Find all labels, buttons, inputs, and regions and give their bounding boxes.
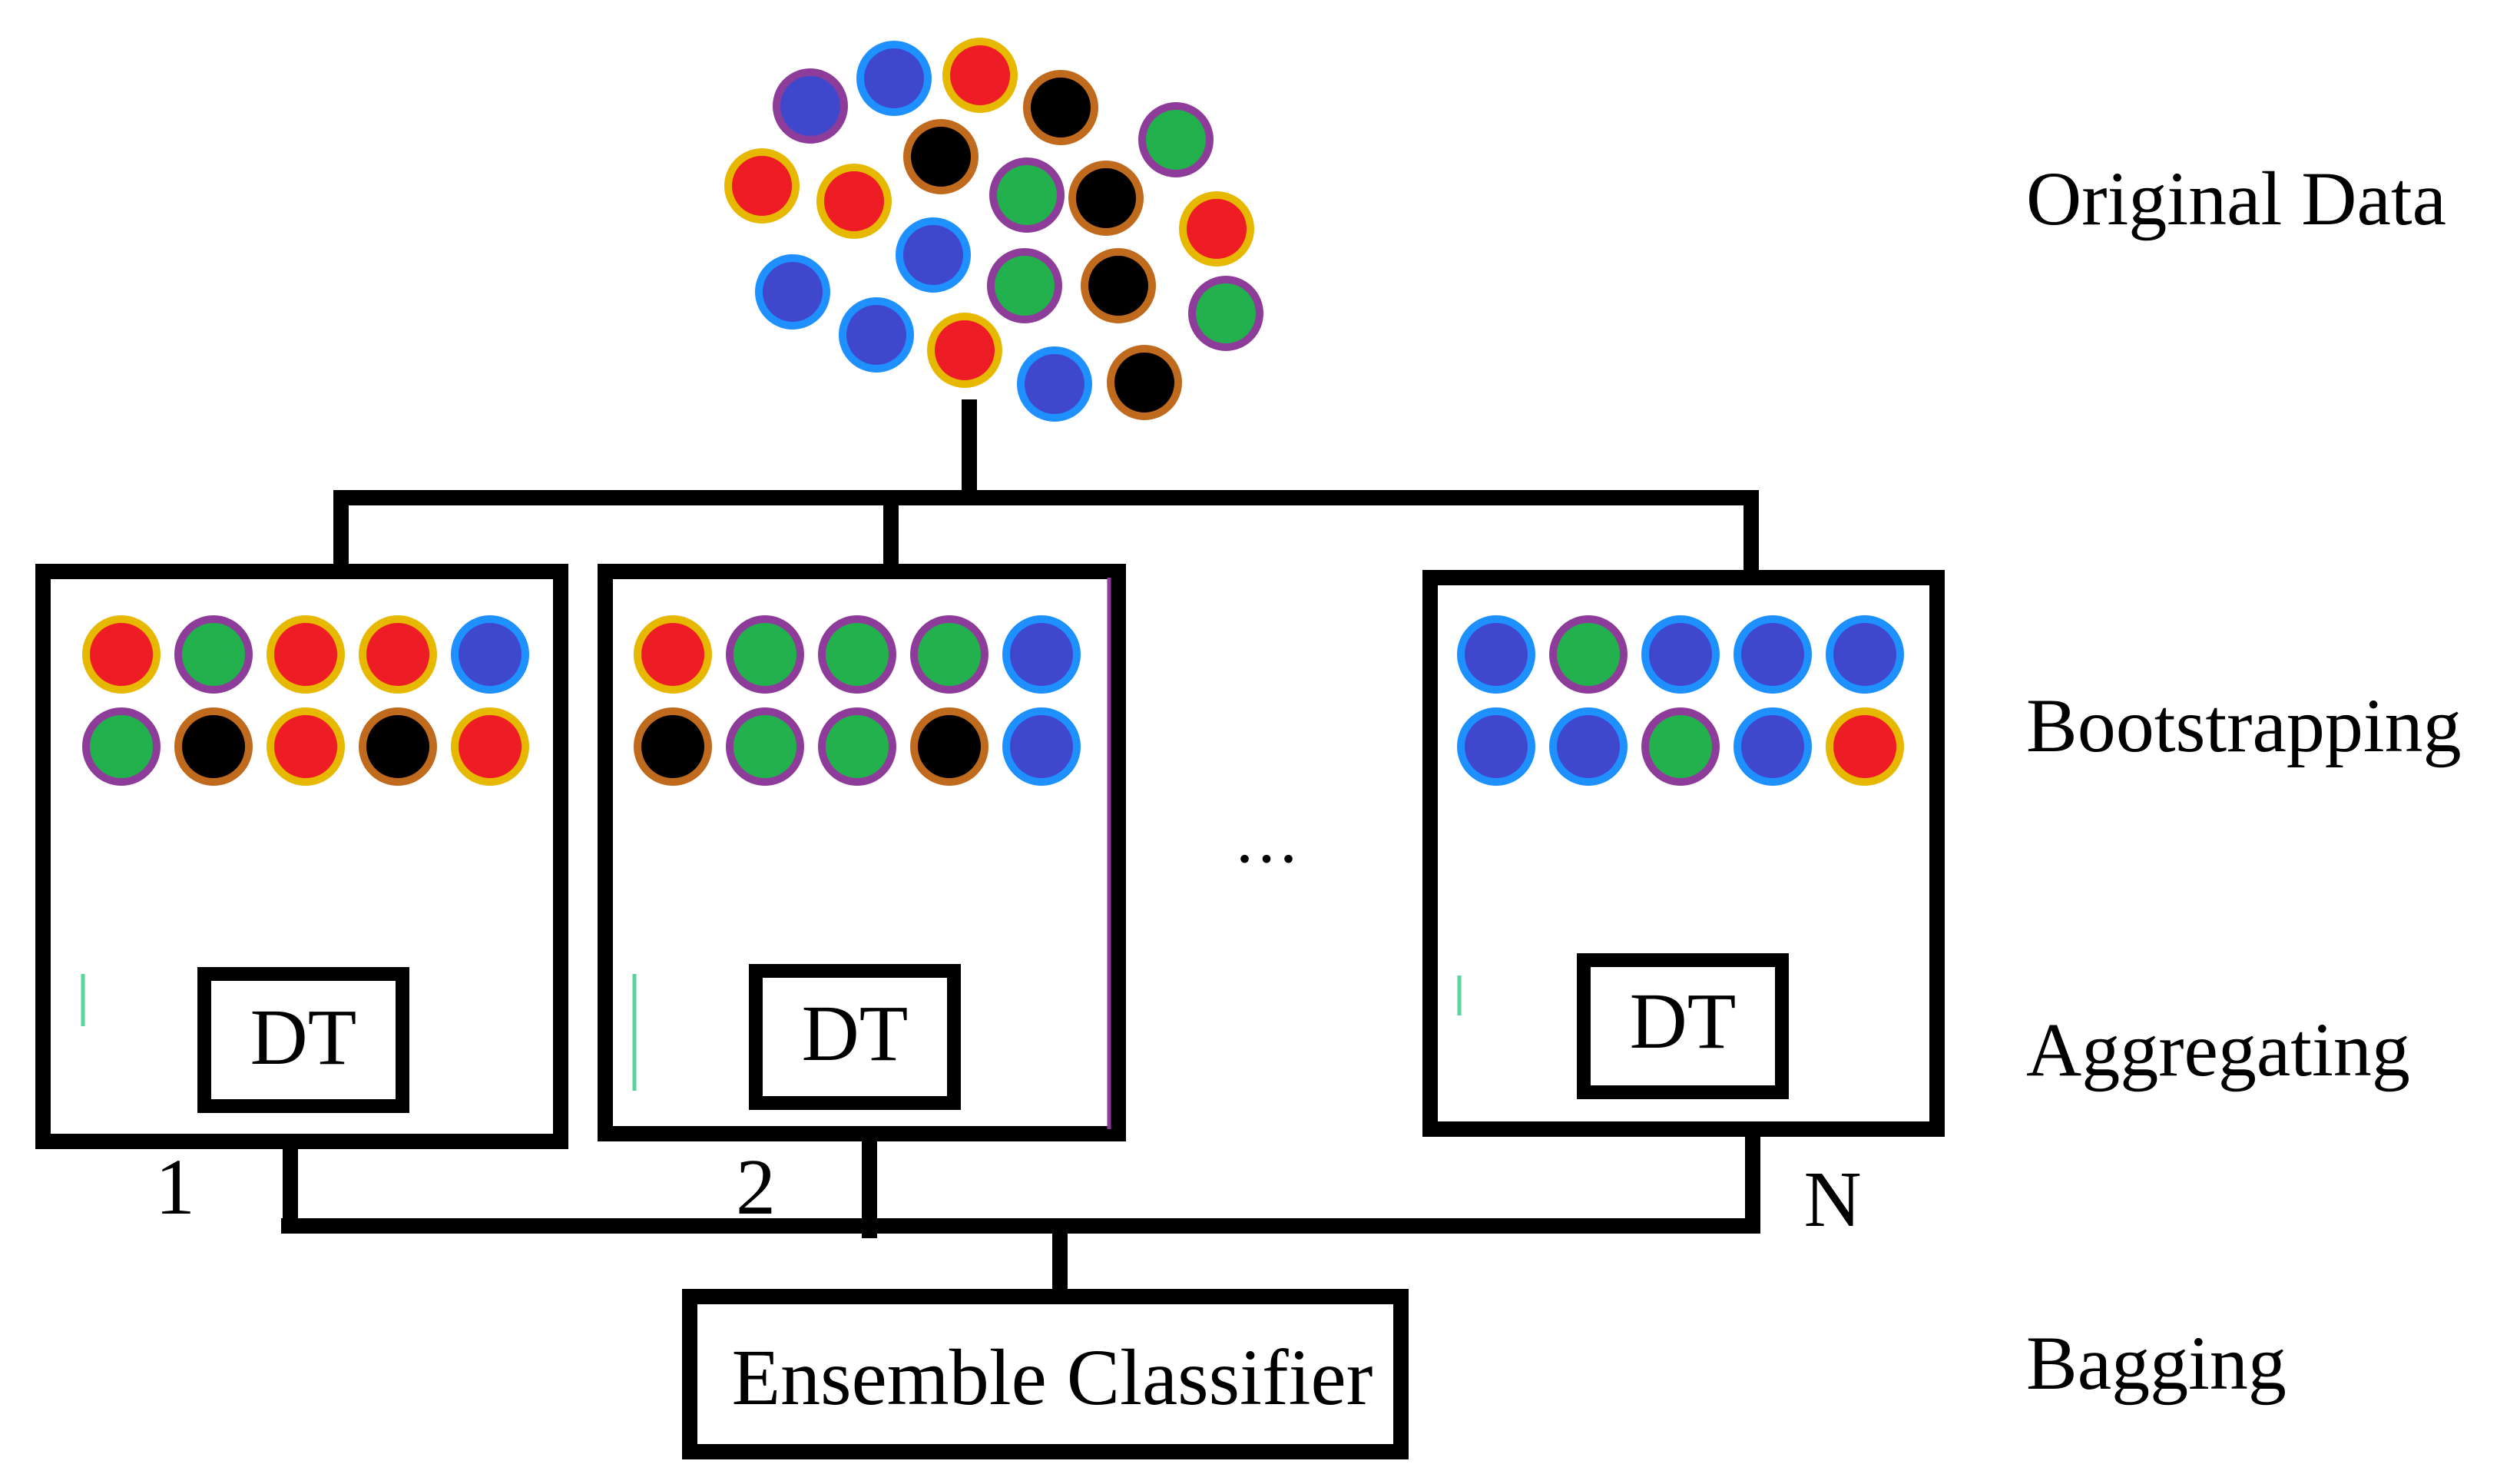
- original-data-point: [987, 248, 1062, 323]
- bag-samples: [82, 615, 1904, 786]
- bags-ellipsis: ...: [1236, 801, 1302, 877]
- bag-1-sample-point: [82, 707, 161, 786]
- bag-3-sample-point: [1826, 615, 1904, 694]
- dt-label-1: DT: [250, 993, 357, 1082]
- bag-1-sample-point: [451, 615, 529, 694]
- dt-label-n: DT: [1630, 977, 1737, 1065]
- original-data-point: [1068, 161, 1144, 236]
- original-data-point: [1023, 70, 1098, 145]
- bag-2-sample-point: [726, 615, 804, 694]
- ensemble-classifier-box: Ensemble Classifier: [682, 1289, 1409, 1459]
- bag-2-sample-point: [634, 707, 712, 786]
- bag-1-sample-point: [359, 707, 437, 786]
- bag-3-sample-point: [1826, 707, 1904, 786]
- original-data-point: [773, 68, 848, 144]
- bag-3-sample-point: [1457, 707, 1535, 786]
- bag-1-sample-point: [82, 615, 161, 694]
- bag-2-sample-point: [818, 615, 896, 694]
- bag-3-sample-point: [1549, 707, 1628, 786]
- bag-1-sample-point: [174, 707, 253, 786]
- bag-2-sample-point: [634, 615, 712, 694]
- bag-3-sample-point: [1549, 615, 1628, 694]
- split-connector: [333, 399, 1759, 575]
- stage-label-bootstrapping: Bootstrapping: [2026, 683, 2462, 768]
- bag-2-sample-point: [910, 707, 988, 786]
- bag-3-sample-point: [1457, 615, 1535, 694]
- original-data-point: [1081, 248, 1156, 323]
- bag-index-1: 1: [155, 1143, 195, 1231]
- original-data-point: [1138, 102, 1214, 177]
- original-data-point: [1179, 191, 1254, 267]
- original-data-point: [896, 217, 971, 293]
- original-data-point: [1107, 345, 1182, 420]
- bag-1-sample-point: [267, 615, 345, 694]
- stage-label-original-data: Original Data: [2026, 156, 2446, 241]
- dt-box-n: [1577, 953, 1789, 1099]
- original-data-point: [989, 157, 1065, 233]
- ensemble-classifier-label: Ensemble Classifier: [732, 1333, 1373, 1422]
- dt-box-1: [197, 967, 409, 1113]
- original-data-point: [927, 313, 1002, 388]
- original-data-point: [724, 148, 800, 224]
- bag-2-sample-point: [910, 615, 988, 694]
- dt-box-2: [749, 964, 961, 1110]
- original-data-point: [856, 41, 932, 116]
- original-data-point: [755, 254, 830, 330]
- bag-3-sample-point: [1641, 707, 1720, 786]
- bag-2-sample-point: [726, 707, 804, 786]
- bag-box-1: DT 1: [35, 564, 568, 1231]
- bag-3-sample-point: [1734, 615, 1812, 694]
- original-data-point: [1188, 276, 1263, 351]
- original-data-point: [816, 164, 892, 239]
- dt-label-2: DT: [802, 989, 909, 1078]
- bag-1-sample-point: [451, 707, 529, 786]
- stage-label-bagging: Bagging: [2026, 1320, 2287, 1406]
- bag-1-sample-point: [267, 707, 345, 786]
- bag-3-sample-point: [1734, 707, 1812, 786]
- bag-1-sample-point: [359, 615, 437, 694]
- bag-2-sample-point: [1002, 707, 1081, 786]
- merge-connector: [281, 1129, 1760, 1297]
- bag-index-n: N: [1803, 1155, 1861, 1244]
- bag-index-2: 2: [736, 1143, 776, 1231]
- original-data-point: [942, 38, 1018, 113]
- bag-2-sample-point: [818, 707, 896, 786]
- bag-1-sample-point: [174, 615, 253, 694]
- original-data-cluster: [724, 38, 1263, 422]
- stage-label-aggregating: Aggregating: [2026, 1007, 2410, 1092]
- original-data-point: [1017, 346, 1092, 422]
- bag-box-n: DT N: [1422, 570, 1945, 1244]
- bag-2-sample-point: [1002, 615, 1081, 694]
- bag-3-sample-point: [1641, 615, 1720, 694]
- original-data-point: [839, 297, 914, 373]
- original-data-point: [903, 119, 979, 194]
- bag-box-2: DT 2: [598, 564, 1126, 1231]
